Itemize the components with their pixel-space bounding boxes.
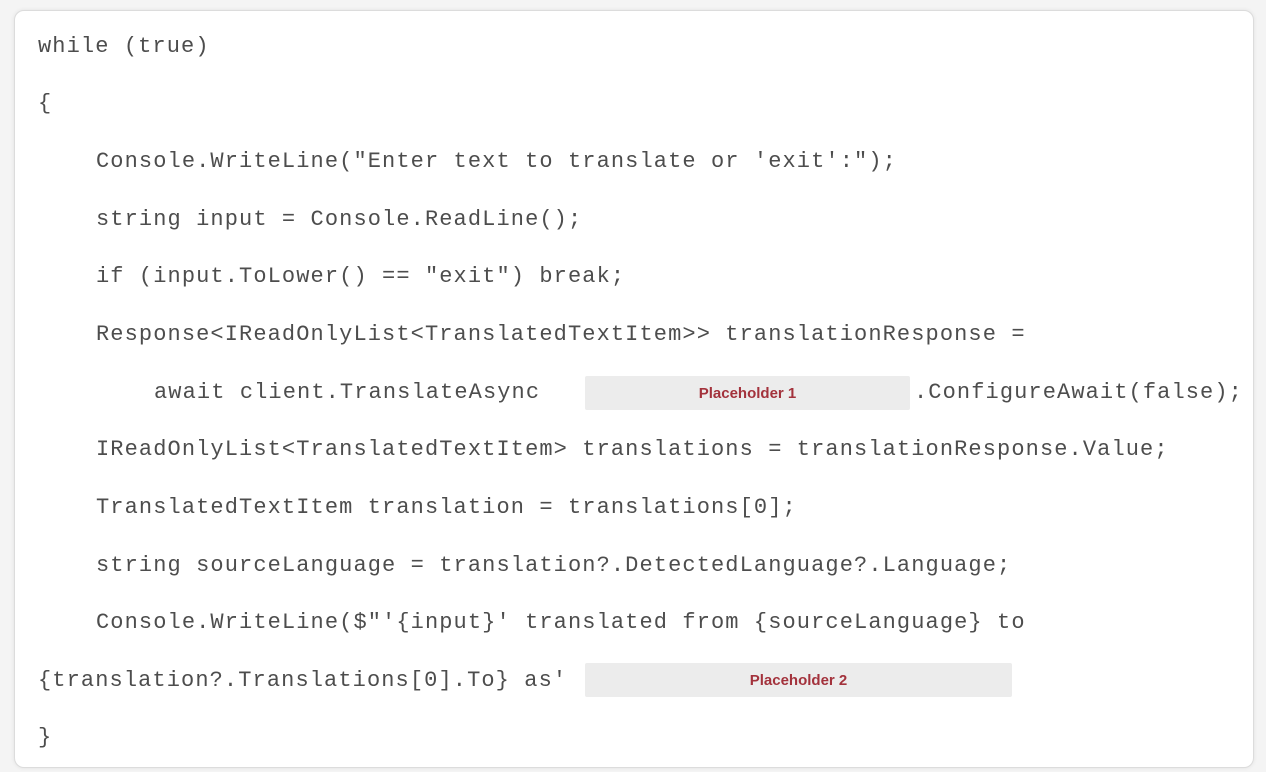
code-line: Console.WriteLine("Enter text to transla… — [96, 149, 897, 174]
placeholder-2-dropzone[interactable]: Placeholder 2 — [585, 663, 1012, 697]
code-line: Console.WriteLine($"'{input}' translated… — [96, 610, 1026, 635]
placeholder-1-dropzone[interactable]: Placeholder 1 — [585, 376, 910, 410]
code-line: while (true) — [38, 34, 210, 59]
code-line: TranslatedTextItem translation = transla… — [96, 495, 797, 520]
code-line: { — [38, 91, 53, 116]
code-line: string sourceLanguage = translation?.Det… — [96, 553, 1012, 578]
code-line: string input = Console.ReadLine(); — [96, 207, 583, 232]
code-line: if (input.ToLower() == "exit") break; — [96, 264, 626, 289]
code-line: IReadOnlyList<TranslatedTextItem> transl… — [96, 437, 1169, 462]
code-line: .ConfigureAwait(false); — [914, 380, 1243, 405]
code-line: {translation?.Translations[0].To} as' — [38, 668, 568, 693]
code-line: } — [38, 725, 53, 750]
code-line: Response<IReadOnlyList<TranslatedTextIte… — [96, 322, 1026, 347]
code-line: await client.TranslateAsync — [154, 380, 541, 405]
